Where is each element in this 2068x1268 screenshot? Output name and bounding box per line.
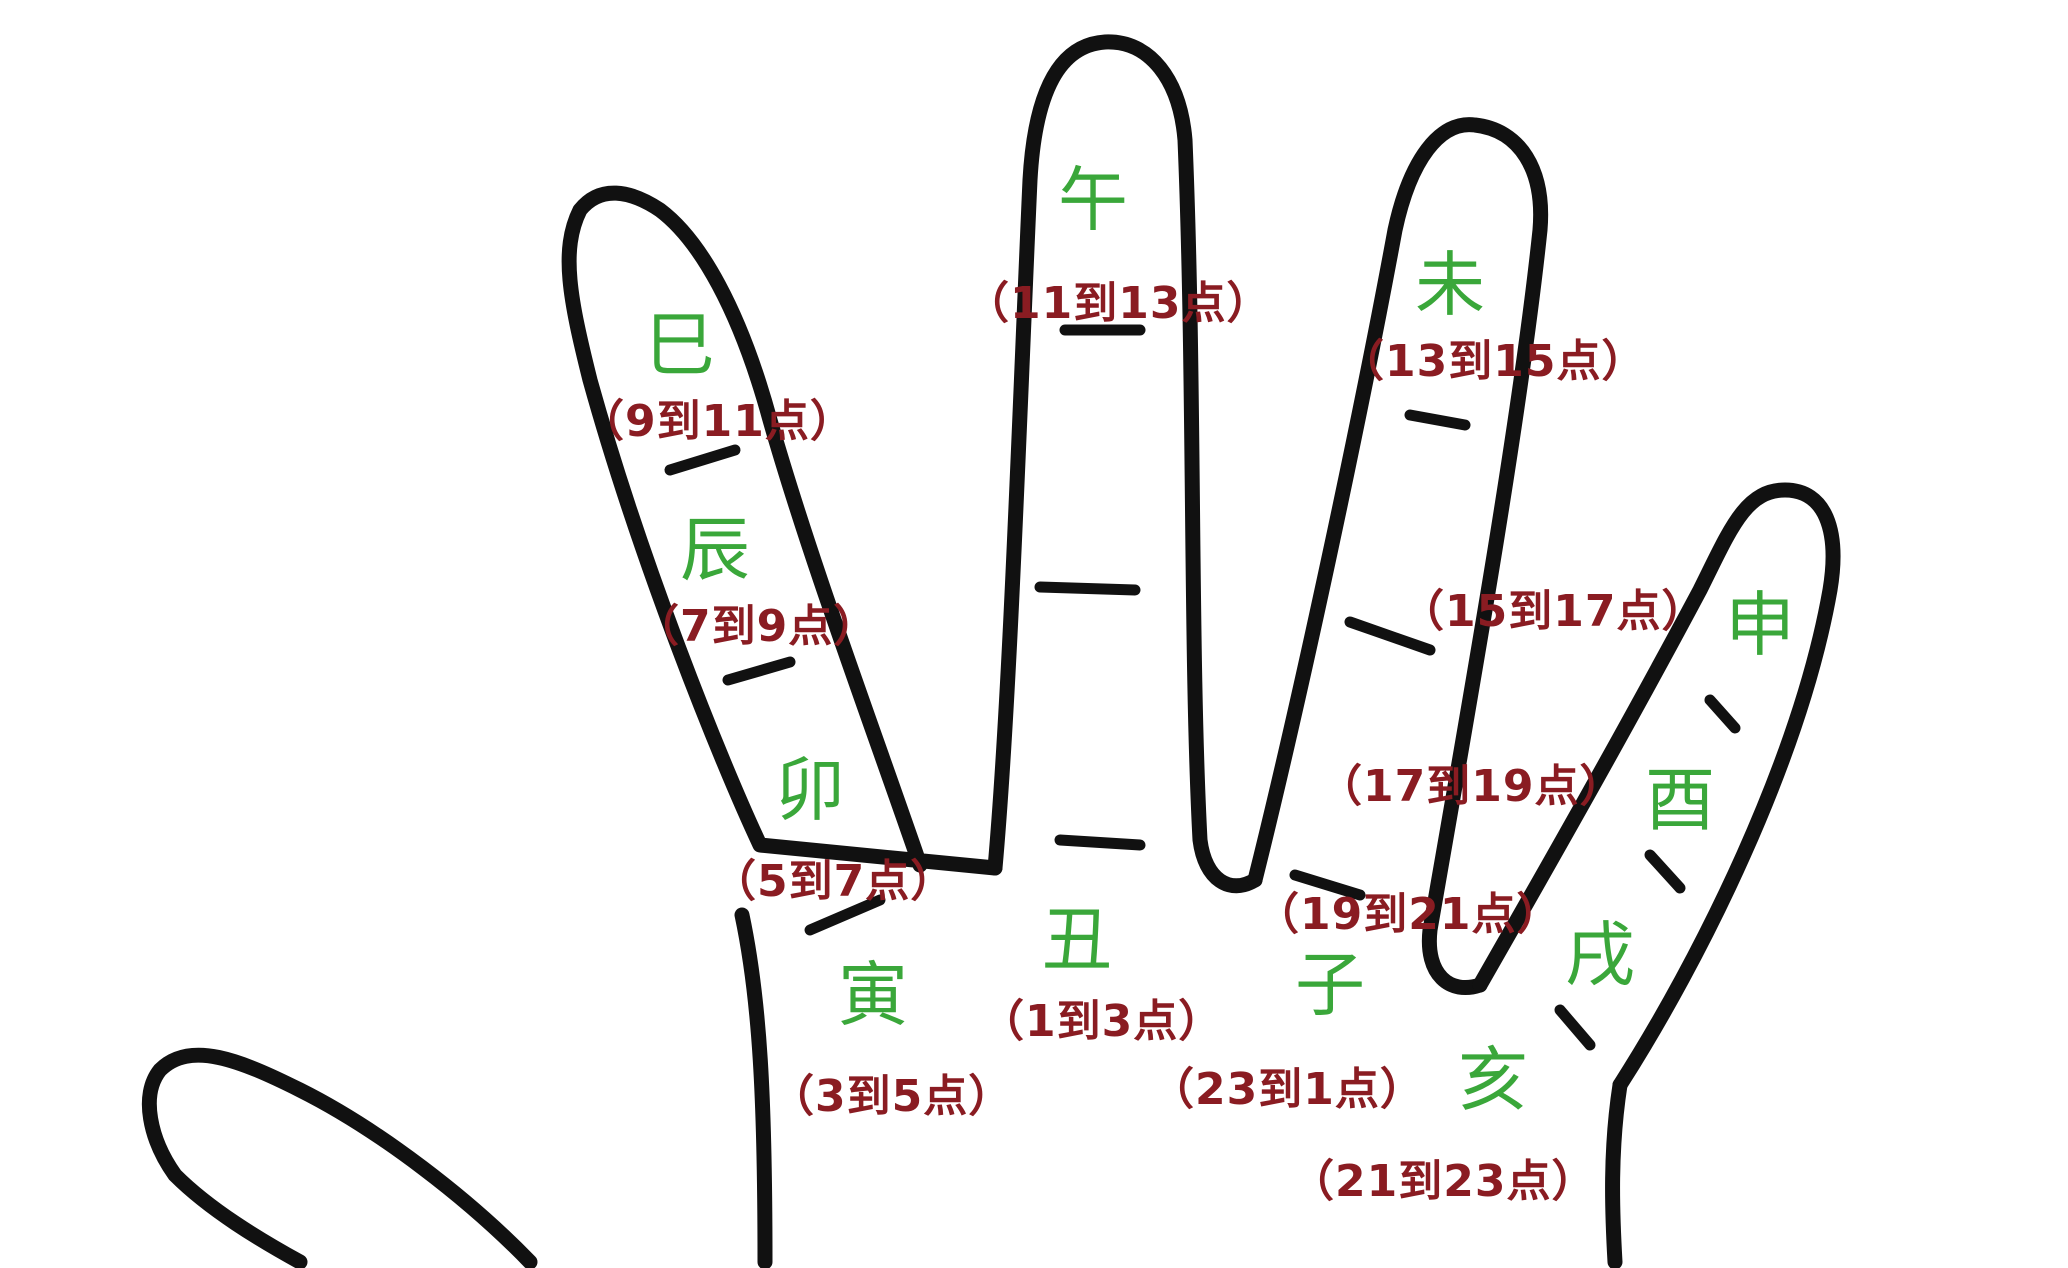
branch-chou: 丑 xyxy=(1042,899,1112,981)
hours-shen: （15到17点） xyxy=(1400,586,1707,637)
crease-mark xyxy=(1404,409,1471,431)
branch-si: 巳 xyxy=(645,304,715,386)
hours-si: （9到11点） xyxy=(580,396,855,447)
crease-mark xyxy=(1054,834,1146,851)
crease-mark xyxy=(804,894,886,936)
branch-xu: 戌 xyxy=(1565,914,1635,996)
branch-hai: 亥 xyxy=(1458,1039,1528,1121)
crease-mark xyxy=(722,656,796,686)
hours-yin: （3到5点） xyxy=(770,1071,1014,1122)
little-finger-outline xyxy=(1472,482,1841,1093)
middle-finger-outline xyxy=(987,34,1263,894)
hours-chou: （1到3点） xyxy=(980,996,1224,1047)
palm-left-edge-outline xyxy=(734,907,773,1268)
crease-mark xyxy=(1704,694,1741,734)
branch-wu: 午 xyxy=(1058,159,1128,241)
crease-mark xyxy=(1554,1004,1596,1051)
crease-mark xyxy=(664,444,741,476)
crease-mark xyxy=(1644,849,1686,894)
branch-zi: 子 xyxy=(1295,944,1365,1026)
branch-shen: 申 xyxy=(1725,584,1795,666)
branch-wei: 未 xyxy=(1415,244,1485,326)
branch-mao: 卯 xyxy=(775,749,845,831)
thumb-outline xyxy=(141,1047,538,1268)
index-finger-outline xyxy=(561,185,1003,876)
crease-mark xyxy=(1344,616,1436,656)
ring-finger-outline xyxy=(1247,117,1549,995)
crease-mark xyxy=(1289,869,1366,901)
hours-wei: （13到15点） xyxy=(1340,336,1647,387)
crease-mark xyxy=(1034,581,1141,596)
hours-you: （17到19点） xyxy=(1318,761,1625,812)
branch-you: 酉 xyxy=(1645,759,1715,841)
hours-chen: （7到9点） xyxy=(635,601,879,652)
hours-zi: （23到1点） xyxy=(1150,1064,1425,1115)
hours-xu: （19到21点） xyxy=(1255,889,1562,940)
palm-right-edge-outline xyxy=(1605,1077,1628,1268)
branch-yin: 寅 xyxy=(838,954,908,1036)
hours-mao: （5到7点） xyxy=(712,856,956,907)
branch-chen: 辰 xyxy=(680,509,750,591)
hours-wu: （11到13点） xyxy=(965,278,1272,329)
hours-hai: （21到23点） xyxy=(1290,1156,1597,1207)
